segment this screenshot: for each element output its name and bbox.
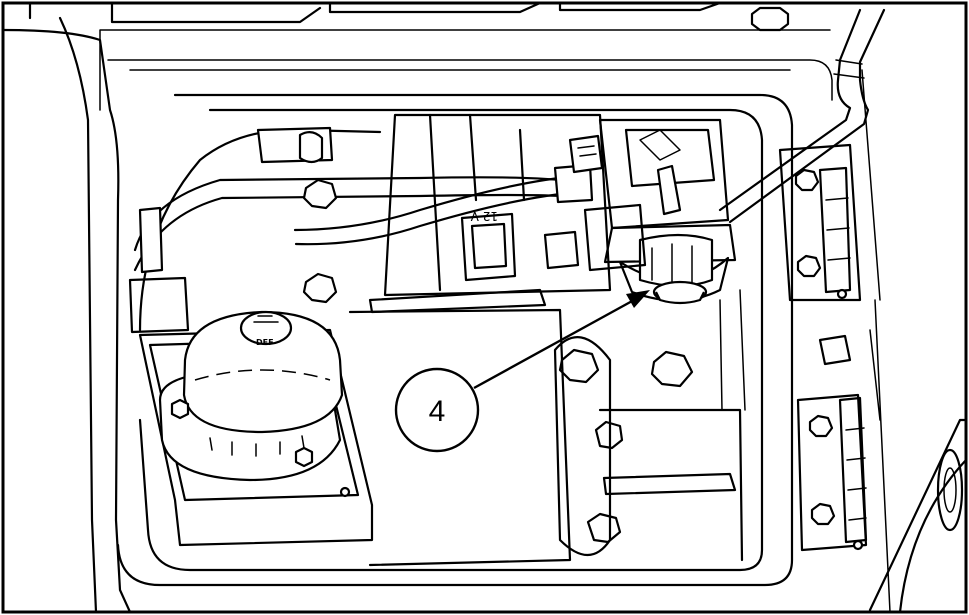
hex-bolt [302, 272, 338, 304]
def-supply-tube [718, 8, 886, 224]
upper-body-panel [28, 1, 831, 111]
wiring-harness [133, 113, 604, 332]
compartment-opening [107, 59, 833, 587]
reservoir-cap-label: DEF [256, 338, 274, 347]
hex-bolt [586, 512, 622, 544]
callout-4: 4 [394, 290, 650, 453]
tray-pin [339, 486, 351, 498]
harness-clip [138, 206, 164, 274]
hex-bolt [302, 178, 338, 210]
hinge-bolt [794, 168, 820, 192]
hex-bolt [558, 348, 600, 384]
hinge-bolt [796, 254, 822, 278]
pump-outlet-tube [656, 164, 682, 216]
hinge-bolt [808, 414, 834, 438]
callout-arrowhead [626, 290, 650, 308]
right-hinge-assembly [778, 69, 891, 613]
callout-circle [394, 367, 480, 453]
hex-bolt [650, 350, 694, 388]
cap-bolt [170, 398, 190, 420]
callout-number: 4 [429, 395, 446, 428]
def-reservoir: DEF [128, 276, 374, 547]
hinge-bolt [810, 502, 836, 526]
right-lower-panel [868, 418, 968, 614]
reservoir-cap-dome [182, 310, 344, 434]
lower-engine-block [348, 289, 746, 567]
harness-connector [568, 134, 604, 174]
mounting-bolts [302, 178, 694, 544]
reservoir-cap-badge [239, 310, 293, 346]
left-fender [1, 16, 132, 614]
hinge-pin [852, 539, 864, 551]
socket-bracket: 12 V [368, 113, 612, 314]
cap-bolt [294, 446, 314, 468]
socket-voltage-label: 12 V [470, 209, 498, 223]
callout-leader-line [473, 298, 635, 390]
def-pump-assembly [543, 118, 737, 305]
top-bolt [750, 6, 790, 32]
hinge-pin [836, 288, 848, 300]
